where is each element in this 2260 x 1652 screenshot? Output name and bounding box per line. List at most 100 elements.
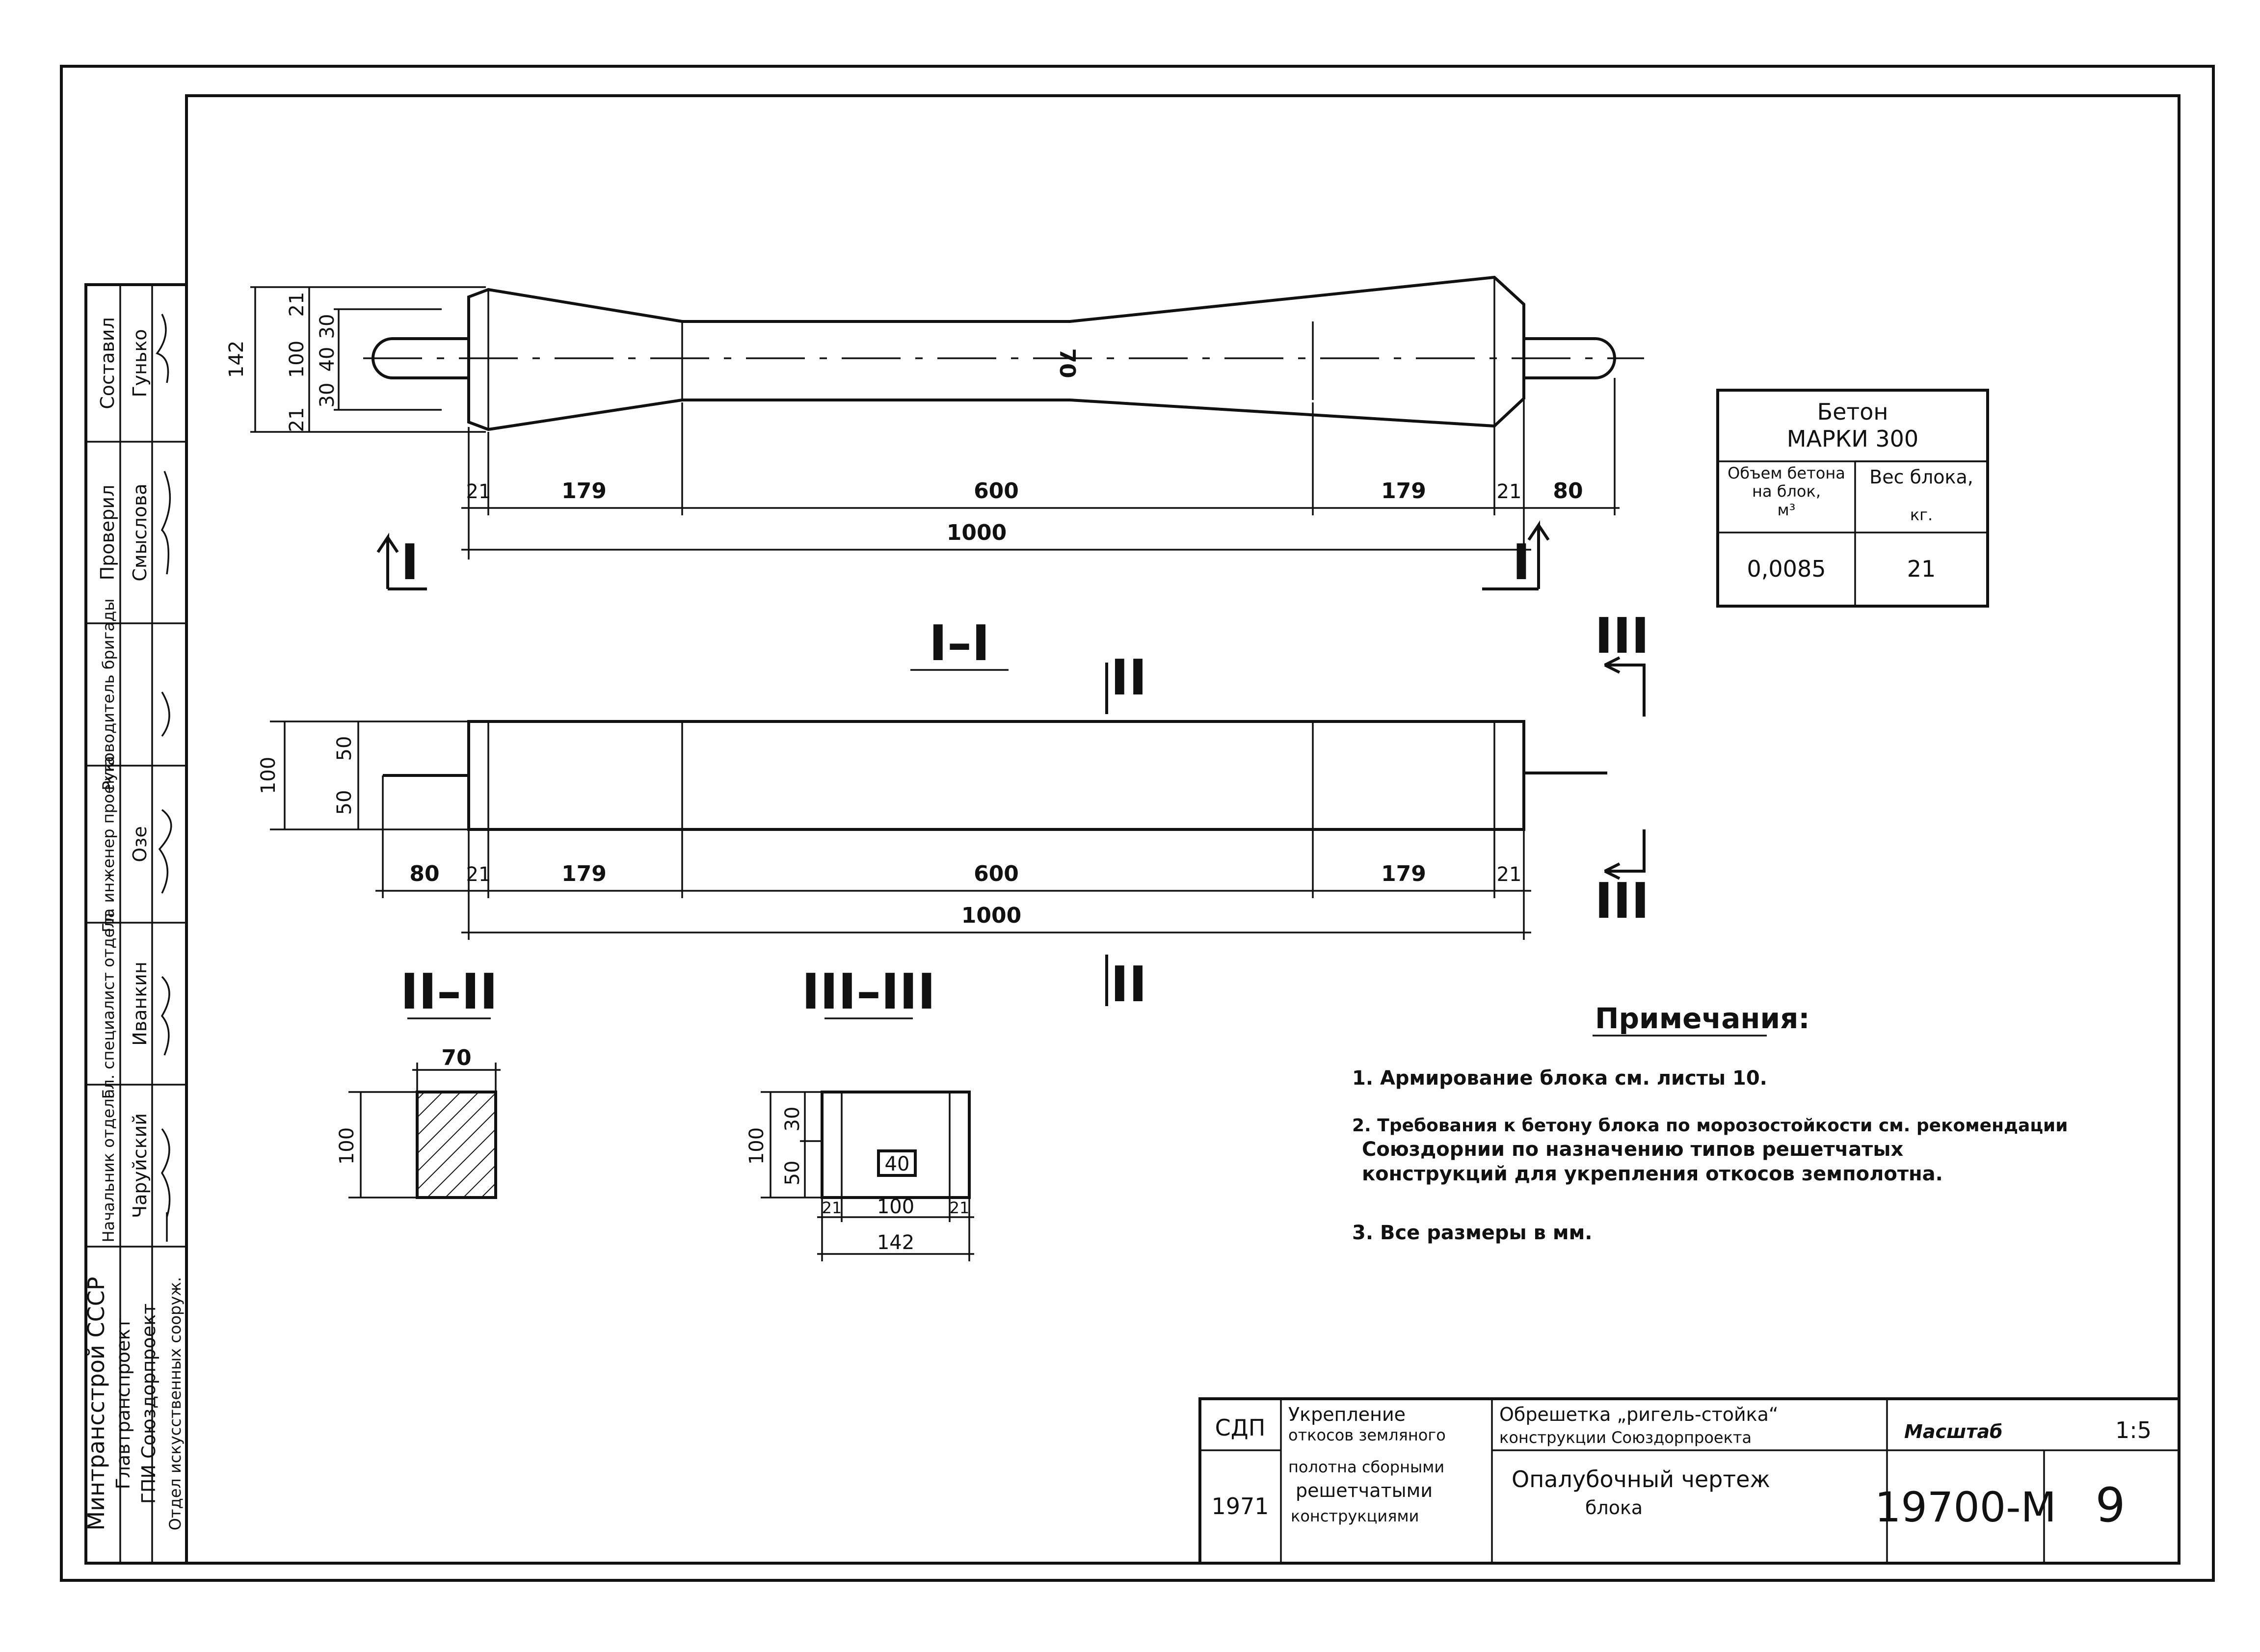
tb-desc-4: решетчатыми [1296,1480,1433,1501]
section-arrow-icon [1482,520,1550,590]
notes: Примечания: 1. Армирование блока см. лис… [1352,1002,2068,1244]
table-col2-label2: кг. [1910,506,1933,524]
plan-dim-mid: 100 [286,341,308,378]
tb-desc-1: Укрепление [1288,1404,1406,1425]
plan-dim-b5: 21 [1497,480,1522,503]
tb-doc-number: 19700-М [1875,1483,2056,1531]
stamp-org-4: Отдел искусственных сооруж. [166,1277,185,1531]
plan-dim-b3: 600 [974,479,1019,504]
table-col1-label3: м³ [1778,501,1796,519]
elev-mark-II-bottom: II [1111,956,1147,1013]
elev-dim-overall: 1000 [961,903,1021,928]
section-arrow-icon [376,533,427,590]
section-III-h2: 50 [781,1161,804,1186]
elev-dim-b4: 600 [974,861,1019,886]
section-III-w2: 100 [877,1196,914,1218]
tb-code: СДП [1215,1414,1266,1441]
plan-dim-b1: 21 [466,480,491,503]
elev-dim-total: 100 [257,757,280,794]
section-III: III–III 40 100 30 50 21 100 21 142 [745,963,974,1261]
stamp-role-5: Проверил [97,485,118,581]
section-II-height: 100 [336,1127,358,1165]
stamp-org-2: Главтранспроект [112,1318,134,1489]
elev-dim-top: 50 [333,736,356,761]
elev-dim-b5: 179 [1381,861,1426,886]
tb-sheet-title-1: Опалубочный чертеж [1512,1466,1770,1492]
elev-mark-III-bottom: III [1595,872,1649,930]
plan-view: 142 21 21 100 30 40 30 70 21 179 600 179… [225,275,1644,591]
section-II: II–II 70 100 [336,963,501,1199]
outer-border [60,65,2215,1582]
section-III-title: III–III [801,963,935,1020]
note-2c: конструкций для укрепления откосов земпо… [1362,1163,1943,1185]
elev-dim-b3: 179 [561,861,607,886]
tb-desc-5: конструкциями [1291,1507,1419,1525]
tb-scale-label: Масштаб [1904,1421,2003,1442]
concrete-table: Бетон МАРКИ 300 Объем бетона на блок, м³… [1716,389,1989,608]
block-outline-elevation [467,720,1525,831]
table-weight: 21 [1907,556,1936,582]
tb-subject-2: конструкции Союздорпроекта [1499,1428,1752,1447]
plan-dim-b: 40 [316,347,339,372]
plan-dim-b6: 80 [1553,479,1583,504]
elev-mark-II-top: II [1111,649,1147,706]
plan-center-mark: 70 [1055,348,1080,378]
section-III-inner: 40 [885,1153,910,1175]
section-arrow-icon [1604,829,1646,880]
table-col2-label1: Вес блока, [1869,466,1973,488]
section-III-h1: 30 [781,1107,804,1132]
section-I-title: I–I [929,614,990,672]
plan-dim-overall: 1000 [947,520,1007,545]
block-outline-plan [467,275,1525,431]
title-block: СДП 1971 Укрепление откосов земляного по… [1198,1397,2180,1565]
elev-dim-b1: 80 [409,861,439,886]
stamp-name-5: Смыслова [129,483,151,581]
signature-mark [156,314,172,1242]
note-2a: 2. Требования к бетону блока по морозост… [1352,1116,2068,1136]
stamp-name-2: Иванкин [129,961,151,1045]
side-stamp: Составил Гунько Проверил Смыслова Руково… [83,283,188,1565]
tb-sheet-number: 9 [2095,1478,2125,1533]
section-III-height: 100 [745,1127,768,1165]
plan-section-mark-right: I [1512,533,1530,591]
stamp-role-6: Составил [97,317,118,409]
section-III-w3: 21 [950,1199,970,1217]
tb-subject-1: Обрешетка „ригель-стойка“ [1499,1404,1779,1425]
plan-dim-b2: 179 [561,479,607,504]
tb-desc-2: откосов земляного [1288,1426,1446,1444]
elev-dim-b6: 21 [1497,863,1522,886]
note-1: 1. Армирование блока см. листы 10. [1352,1067,1767,1090]
tb-sheet-title-2: блока [1585,1497,1643,1519]
section-arrow-icon [1604,656,1646,717]
elev-dim-b2: 21 [466,863,491,886]
section-II-width: 70 [441,1045,471,1070]
table-header: Бетон [1817,399,1888,425]
plan-dim-top: 21 [286,292,308,317]
table-header-2: МАРКИ 300 [1787,426,1918,452]
stamp-role-4: Руководитель бригады [99,599,118,791]
plan-dim-total: 142 [225,341,248,378]
section-III-outline [821,1091,971,1199]
tb-year: 1971 [1211,1493,1269,1519]
stamp-role-1: Начальник отдела [99,1089,118,1243]
table-col1-label1: Объем бетона [1728,464,1845,482]
tb-scale: 1:5 [2115,1417,2152,1443]
note-2b: Союздорнии по назначению типов решетчаты… [1362,1138,1904,1161]
stamp-org-1: Минтрансстрой СССР [83,1277,109,1530]
plan-section-mark-left: I [400,533,419,591]
tb-desc-3: полотна сборными [1288,1458,1444,1476]
section-II-title: II–II [400,963,498,1020]
stamp-role-2: Гл. специалист отдела [99,908,118,1099]
section-III-tenon [877,1149,917,1177]
plan-dim-bottom: 21 [286,407,308,432]
stamp-name-3: Озе [129,826,151,862]
elev-dim-bottom: 50 [333,790,356,815]
plan-dim-b4: 179 [1381,479,1426,504]
stamp-org-3: ГПИ Союздорпроект [138,1304,160,1504]
note-3: 3. Все размеры в мм. [1352,1222,1592,1244]
stamp-name-1: Чаруйский [129,1113,151,1218]
table-col1-label2: на блок, [1752,482,1821,501]
table-volume: 0,0085 [1747,556,1826,582]
elev-mark-III-top: III [1595,607,1649,665]
